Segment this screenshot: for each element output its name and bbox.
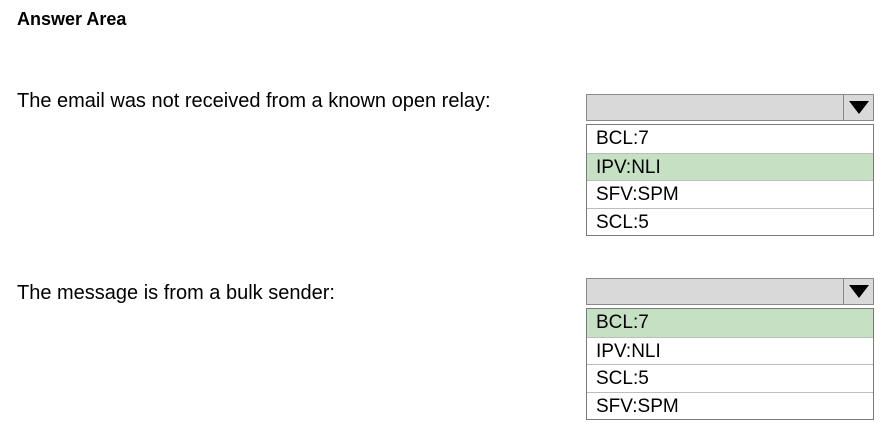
dropdown-option[interactable]: SCL:5 — [587, 207, 873, 235]
dropdown-option[interactable]: BCL:7 — [587, 125, 873, 153]
triangle-down-icon — [848, 285, 869, 298]
question-2-prompt: The message is from a bulk sender: — [17, 282, 335, 304]
question-2-option-list: BCL:7 IPV:NLI SCL:5 SFV:SPM — [586, 308, 874, 420]
dropdown-arrow-button[interactable] — [843, 279, 873, 304]
dropdown-option-selected[interactable]: IPV:NLI — [587, 152, 873, 180]
question-1-option-list: BCL:7 IPV:NLI SFV:SPM SCL:5 — [586, 124, 874, 236]
answer-area-title: Answer Area — [17, 9, 127, 29]
dropdown-option[interactable]: SFV:SPM — [587, 391, 873, 419]
dropdown-arrow-button[interactable] — [843, 95, 873, 120]
question-2-dropdown[interactable]: BCL:7 IPV:NLI SCL:5 SFV:SPM — [586, 278, 874, 420]
question-2-dropdown-header[interactable] — [586, 278, 874, 305]
dropdown-option[interactable]: IPV:NLI — [587, 336, 873, 364]
dropdown-option[interactable]: SFV:SPM — [587, 180, 873, 208]
question-1-prompt: The email was not received from a known … — [17, 90, 491, 112]
dropdown-option[interactable]: SCL:5 — [587, 364, 873, 392]
question-1-dropdown[interactable]: BCL:7 IPV:NLI SFV:SPM SCL:5 — [586, 94, 874, 236]
triangle-down-icon — [848, 101, 869, 114]
question-1-dropdown-header[interactable] — [586, 94, 874, 121]
dropdown-option-selected[interactable]: BCL:7 — [587, 309, 873, 337]
